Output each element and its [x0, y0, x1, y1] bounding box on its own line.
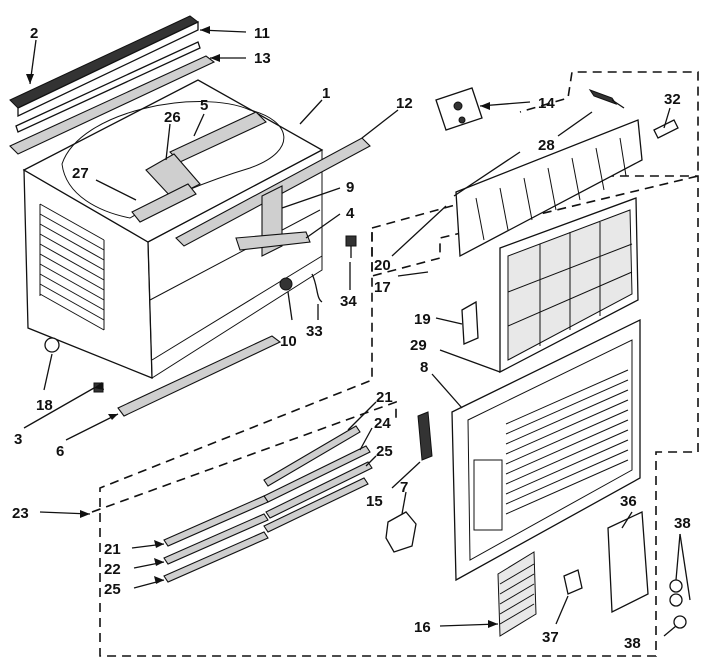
control-knob-bracket	[435, 87, 483, 131]
callout-8: 8	[420, 359, 428, 376]
panel-36	[607, 511, 649, 614]
callout-14: 14	[538, 95, 555, 112]
filter-clip-19	[461, 300, 479, 345]
callout-38-upper: 38	[674, 515, 691, 532]
callout-11: 11	[254, 25, 270, 42]
louver-control-panel	[455, 119, 643, 258]
arrow-heads	[26, 26, 498, 628]
foam-strip-27	[131, 183, 197, 223]
nut-10	[279, 277, 293, 291]
grommet-18	[44, 337, 60, 353]
callout-labels: 2 11 13 1 12 5 26 27 9 4 14 32 28 20 17 …	[12, 25, 691, 652]
callout-3: 3	[14, 431, 22, 448]
bracket-4	[235, 231, 311, 251]
callout-28: 28	[538, 137, 555, 154]
bottom-rail	[117, 335, 282, 417]
callout-36: 36	[620, 493, 637, 510]
boundary-control-group	[371, 71, 699, 278]
callout-34: 34	[340, 293, 357, 310]
callout-29: 29	[410, 337, 427, 354]
callout-16: 16	[414, 619, 431, 636]
grille-16	[497, 551, 537, 637]
callout-22: 22	[104, 561, 121, 578]
callout-13: 13	[254, 50, 271, 67]
bracket-28	[588, 89, 625, 109]
callout-21-upper: 21	[376, 389, 393, 406]
callout-37: 37	[542, 629, 559, 646]
callout-17: 17	[374, 279, 391, 296]
callout-10: 10	[280, 333, 297, 350]
callout-26: 26	[164, 109, 181, 126]
callout-18: 18	[36, 397, 53, 414]
callout-15: 15	[366, 493, 383, 510]
callout-6: 6	[56, 443, 64, 460]
front-panel	[451, 318, 641, 582]
screw-34	[345, 235, 357, 258]
callout-20: 20	[374, 257, 391, 274]
clip-32	[653, 119, 679, 139]
callout-2: 2	[30, 25, 38, 42]
callout-27: 27	[72, 165, 89, 182]
latch-7	[385, 511, 417, 553]
clip-33	[311, 273, 323, 303]
callout-32: 32	[664, 91, 681, 108]
boundary-seal-group	[91, 400, 397, 513]
top-seal-strip	[9, 55, 216, 155]
callout-25-upper: 25	[376, 443, 393, 460]
callout-12: 12	[396, 95, 413, 112]
seal-strips	[163, 425, 373, 583]
top-rail	[9, 15, 199, 118]
hinge-15	[417, 411, 433, 461]
callout-5: 5	[200, 97, 208, 114]
callout-9: 9	[346, 179, 354, 196]
callout-21-lower: 21	[104, 541, 121, 558]
callout-7: 7	[400, 479, 408, 496]
callout-25-lower: 25	[104, 581, 121, 598]
callout-1: 1	[322, 85, 330, 102]
callout-23: 23	[12, 505, 29, 522]
screws-38	[669, 579, 687, 629]
callout-38-lower: 38	[624, 635, 641, 652]
callout-4: 4	[346, 205, 355, 222]
callout-19: 19	[414, 311, 431, 328]
air-filter	[499, 197, 639, 374]
callout-33: 33	[306, 323, 323, 340]
top-seal-edge	[15, 41, 201, 133]
callout-24: 24	[374, 415, 391, 432]
boundary-front-group	[99, 175, 699, 657]
rod-20	[453, 151, 521, 197]
cap-37	[563, 569, 583, 595]
